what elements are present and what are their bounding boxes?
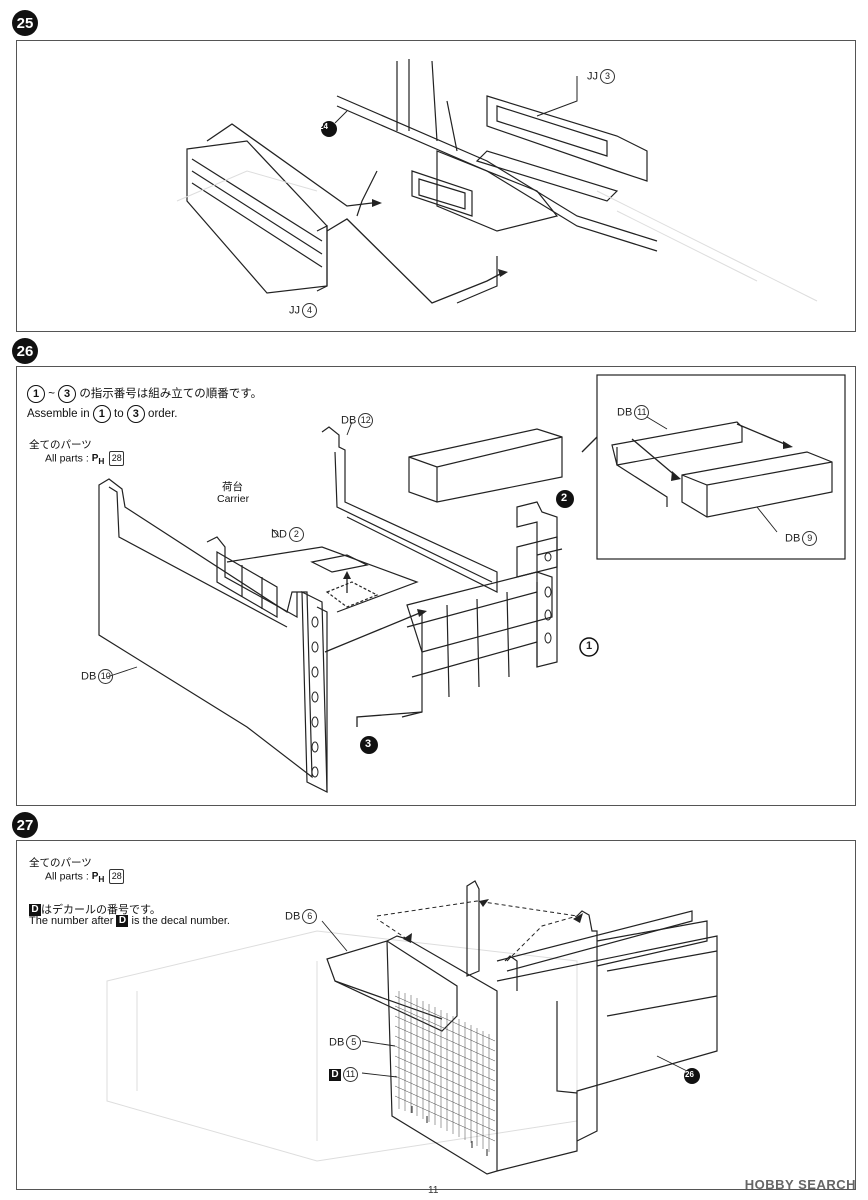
order-note-en: Assemble in 1 to 3 order. — [27, 405, 177, 423]
all-parts-ja: 全てのパーツ — [29, 439, 92, 451]
decal-note-en: The number after D is the decal number. — [29, 915, 230, 928]
order-marker-2: 2 — [561, 492, 568, 504]
step-24-ref-number: 24 — [319, 122, 328, 131]
step-27-drawing — [106, 880, 718, 1175]
step-26-ref-number: 26 — [685, 1070, 694, 1079]
all-parts-ja: 全てのパーツ — [29, 857, 92, 869]
step-number-badge: 27 — [12, 812, 38, 838]
step-24-ref-icon — [321, 121, 337, 137]
order-marker-1: 1 — [586, 640, 593, 652]
step-25-drawing — [176, 59, 818, 304]
all-parts-en: All parts : PH 28 — [45, 869, 125, 884]
step-number-badge: 26 — [12, 338, 38, 364]
order-note-ja: 1 ~ 3 の指示番号は組み立ての順番です。 — [27, 385, 262, 403]
carrier-label-en: Carrier — [217, 493, 250, 505]
step-number-badge: 25 — [12, 10, 38, 36]
step-26-panel: 1 ~ 3 の指示番号は組み立ての順番です。 Assemble in 1 to … — [16, 366, 856, 806]
watermark: HOBBY SEARCH — [744, 1177, 856, 1192]
page-number: 11 — [428, 1185, 439, 1196]
step-26-drawing — [98, 374, 846, 793]
all-parts-en: All parts : PH 28 — [45, 451, 125, 466]
carrier-label-ja: 荷台 — [222, 481, 243, 493]
order-marker-3: 3 — [365, 738, 372, 750]
